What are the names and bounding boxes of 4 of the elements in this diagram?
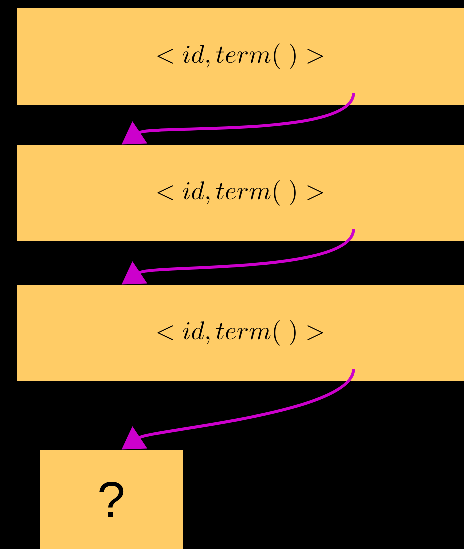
formula-box: $<id,term(\;)>$: [17, 145, 464, 241]
formula-box: $<id,term(\;)>$: [17, 285, 464, 381]
formula-box: $<id,term(\;)>$: [17, 8, 464, 105]
question-box: ?: [40, 450, 183, 549]
